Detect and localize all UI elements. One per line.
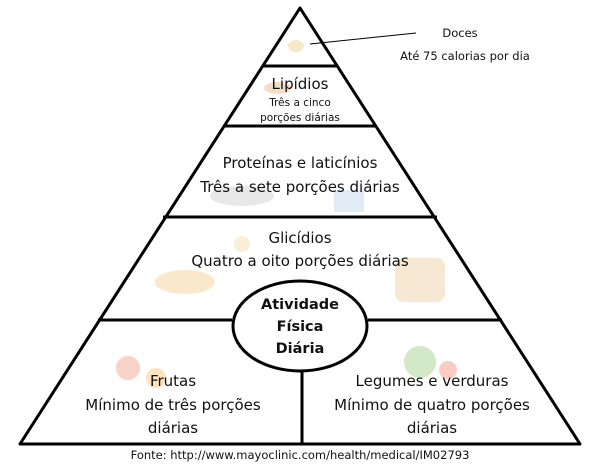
vegetables-line2: diárias — [407, 419, 457, 437]
fruits-title: Frutas — [150, 372, 196, 390]
activity-line1: Atividade — [261, 297, 339, 313]
sweets-callout-line — [309, 32, 417, 45]
oil-icon — [264, 82, 292, 94]
lipids-line2: porções diárias — [260, 112, 340, 124]
pasta-icon — [155, 270, 215, 294]
lipids-line1: Três a cinco — [268, 97, 331, 109]
milk-carton-icon — [334, 190, 364, 212]
pyramid-outline — [18, 6, 582, 446]
activity-line3: Diária — [276, 341, 325, 357]
vegetables-line1: Mínimo de quatro porções — [334, 396, 530, 414]
fruits-line1: Mínimo de três porções — [85, 396, 261, 414]
activity-ellipse — [231, 279, 369, 373]
grain-icon — [234, 236, 250, 252]
activity-line2: Física — [277, 319, 324, 335]
source-citation: Fonte: http://www.mayoclinic.com/health/… — [131, 448, 470, 462]
broccoli-icon — [404, 346, 436, 378]
orange-icon — [146, 368, 166, 388]
carbs-title: Glicídios — [268, 229, 331, 247]
lipids-title: Lipídios — [272, 75, 329, 93]
carbs-detail: Quatro a oito porções diárias — [191, 252, 408, 270]
apple-icon — [116, 356, 140, 380]
fruits-line2: diárias — [148, 419, 198, 437]
plate-icon — [210, 186, 274, 206]
sweets-icon — [288, 40, 304, 52]
proteins-detail: Três a sete porções diárias — [199, 178, 400, 196]
bread-icon — [395, 258, 445, 302]
food-illustrations — [116, 40, 457, 388]
sweets-detail: Até 75 calorias por dia — [400, 49, 530, 63]
vegetables-title: Legumes e verduras — [356, 372, 509, 390]
sweets-title: Doces — [442, 26, 477, 40]
tomato-icon — [439, 361, 457, 379]
proteins-title: Proteínas e laticínios — [223, 154, 378, 172]
